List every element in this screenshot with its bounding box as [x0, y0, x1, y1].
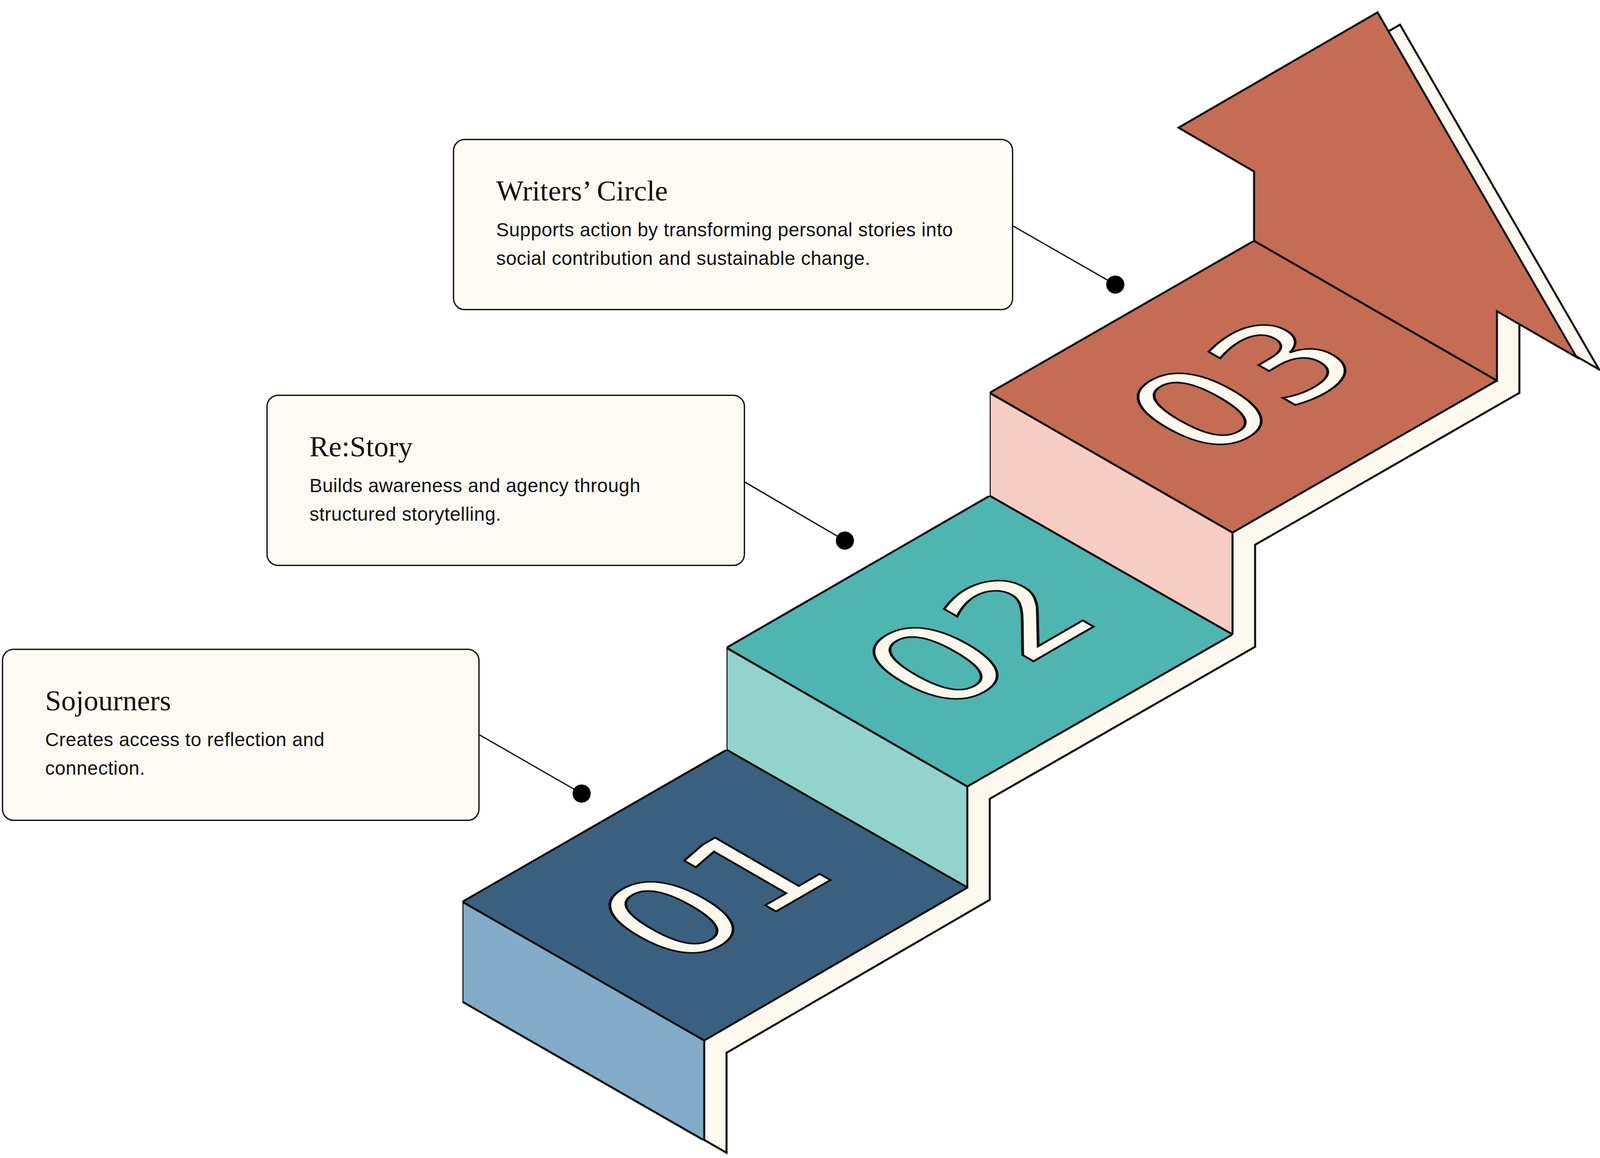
leader-dot	[572, 785, 591, 804]
callout-box: Writers’ CircleSupports action by transf…	[452, 138, 1014, 311]
callout-body: Creates access to reflection and connect…	[44, 725, 382, 783]
step-top	[989, 240, 1497, 533]
callout-body: Builds awareness and agency through stru…	[309, 471, 698, 529]
callout-heading: Sojourners	[44, 683, 460, 719]
callout-box: SojournersCreates access to reflection a…	[1, 648, 480, 822]
leader-dot	[1106, 275, 1125, 294]
stair-step: 01	[462, 750, 968, 1141]
callout-box: Re:StoryBuilds awareness and agency thro…	[266, 394, 746, 567]
callout-body: Supports action by transforming personal…	[495, 215, 981, 273]
leader-dot	[835, 531, 854, 550]
callout-heading: Re:Story	[309, 429, 726, 465]
step-top	[726, 495, 1233, 787]
step-top	[462, 750, 968, 1041]
leader-line	[1013, 225, 1116, 285]
callout-heading: Writers’ Circle	[495, 173, 994, 209]
leader-line	[479, 735, 582, 794]
leader-line	[745, 482, 845, 541]
